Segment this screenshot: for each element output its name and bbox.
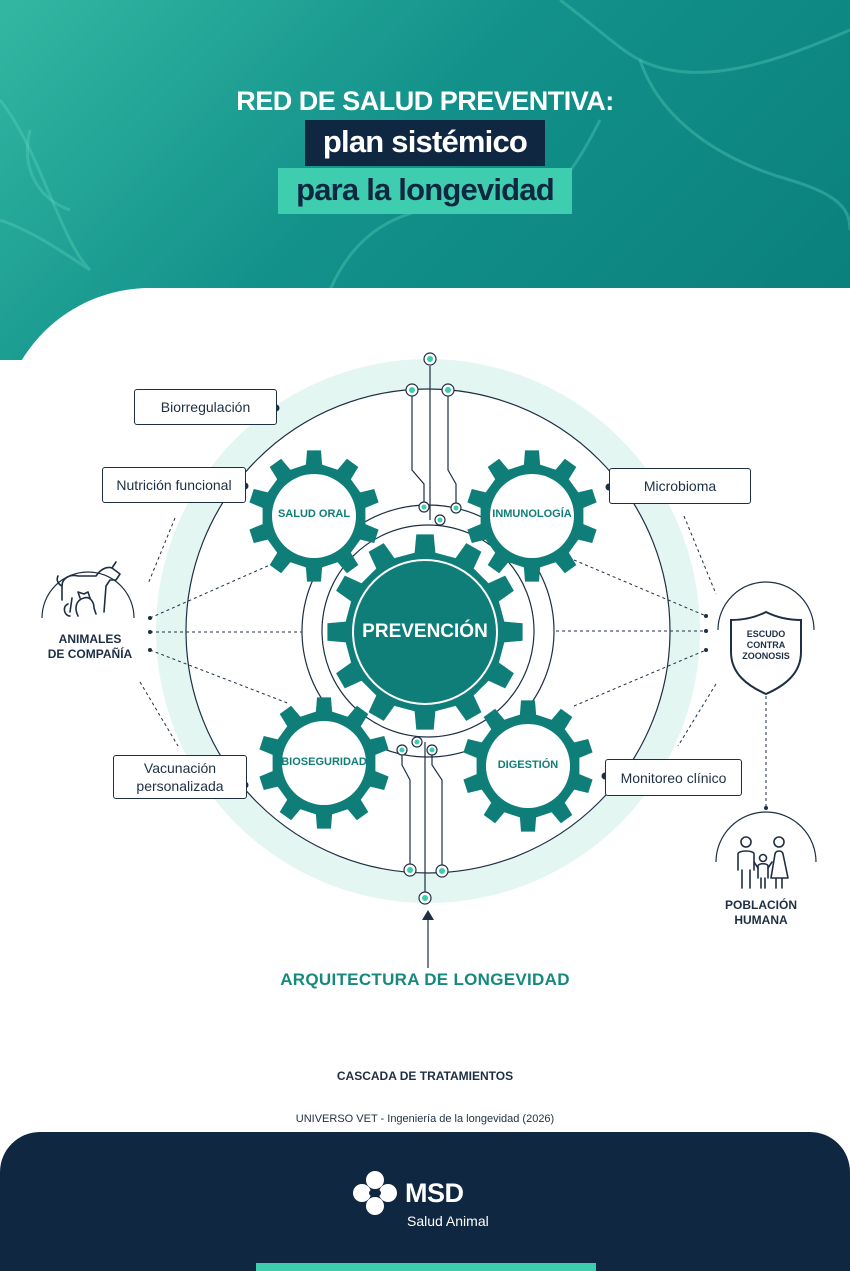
dashed-connectors: [139, 515, 767, 808]
inner-ring-inner: [321, 524, 535, 738]
source-citation: UNIVERSO VET - Ingeniería de la longevid…: [295, 1113, 555, 1125]
footer: [0, 1132, 850, 1271]
circuit-nodes: [396, 352, 462, 905]
gear-inmunologia: [467, 450, 597, 582]
footer-subtitle: Salud Animal: [407, 1213, 489, 1229]
label-escudo-line1: ESCUDO: [746, 629, 786, 639]
title-line-3-text: para la longevidad: [278, 168, 572, 214]
gear-label-prevencion: PREVENCIÓN: [362, 621, 488, 642]
box-nutricion-funcional: Nutrición funcional: [102, 467, 246, 503]
label-escudo-line2: CONTRA: [746, 640, 786, 650]
box-monitoreo-clinico: Monitoreo clínico: [605, 759, 742, 796]
box-biorregulacion: Biorregulación: [134, 389, 277, 425]
msd-logo-icon: [353, 1171, 397, 1215]
box-microbioma: Microbioma: [609, 468, 751, 504]
shield-icon: [717, 581, 815, 696]
circuit-bottom: [401, 742, 443, 898]
arrow-up-icon: [422, 910, 434, 968]
gear-label-salud-oral: SALUD ORAL: [277, 508, 351, 520]
footer-accent-bar: [256, 1263, 596, 1271]
label-poblacion-humana: POBLACIÓN HUMANA: [706, 898, 816, 928]
prevention-diagram: [41, 352, 817, 968]
box-vacunacion: Vacunación personalizada: [113, 755, 247, 799]
gear-digestion: [463, 700, 593, 832]
circuit-top: [411, 366, 457, 520]
gear-salud-oral: [249, 450, 379, 582]
cascada-label: CASCADA DE TRATAMIENTOS: [336, 1069, 514, 1083]
gear-bioseguridad: [259, 697, 389, 829]
architecture-label: ARQUITECTURA DE LONGEVIDAD: [280, 970, 570, 989]
label-escudo-zoonosis: ESCUDO CONTRA ZOONOSIS: [726, 629, 806, 662]
box-vacunacion-line1: Vacunación: [143, 760, 217, 776]
label-animales-line2: DE COMPAÑÍA: [47, 647, 133, 661]
gear-label-digestion: DIGESTIÓN: [497, 759, 559, 771]
gear-label-bioseguridad: BIOSEGURIDAD: [281, 756, 367, 768]
family-icon: [715, 811, 817, 889]
title-line-3: para la longevidad: [0, 168, 850, 214]
label-animales-compania: ANIMALES DE COMPAÑÍA: [30, 632, 150, 662]
label-poblacion-line1: POBLACIÓN: [725, 898, 797, 912]
label-poblacion-line2: HUMANA: [734, 913, 788, 927]
box-vacunacion-line2: personalizada: [136, 778, 224, 794]
title-line-2-text: plan sistémico: [304, 120, 546, 166]
dog-cat-icon: [41, 561, 135, 619]
gear-label-inmunologia: INMUNOLOGÍA: [492, 508, 572, 520]
title-line-2: plan sistémico: [0, 120, 850, 166]
label-animales-line1: ANIMALES: [58, 632, 122, 646]
title-line-1: RED DE SALUD PREVENTIVA:: [236, 86, 614, 116]
gear-prevencion: [327, 534, 523, 730]
footer-brand: MSD: [405, 1178, 464, 1208]
label-escudo-line3: ZOONOSIS: [742, 651, 790, 661]
